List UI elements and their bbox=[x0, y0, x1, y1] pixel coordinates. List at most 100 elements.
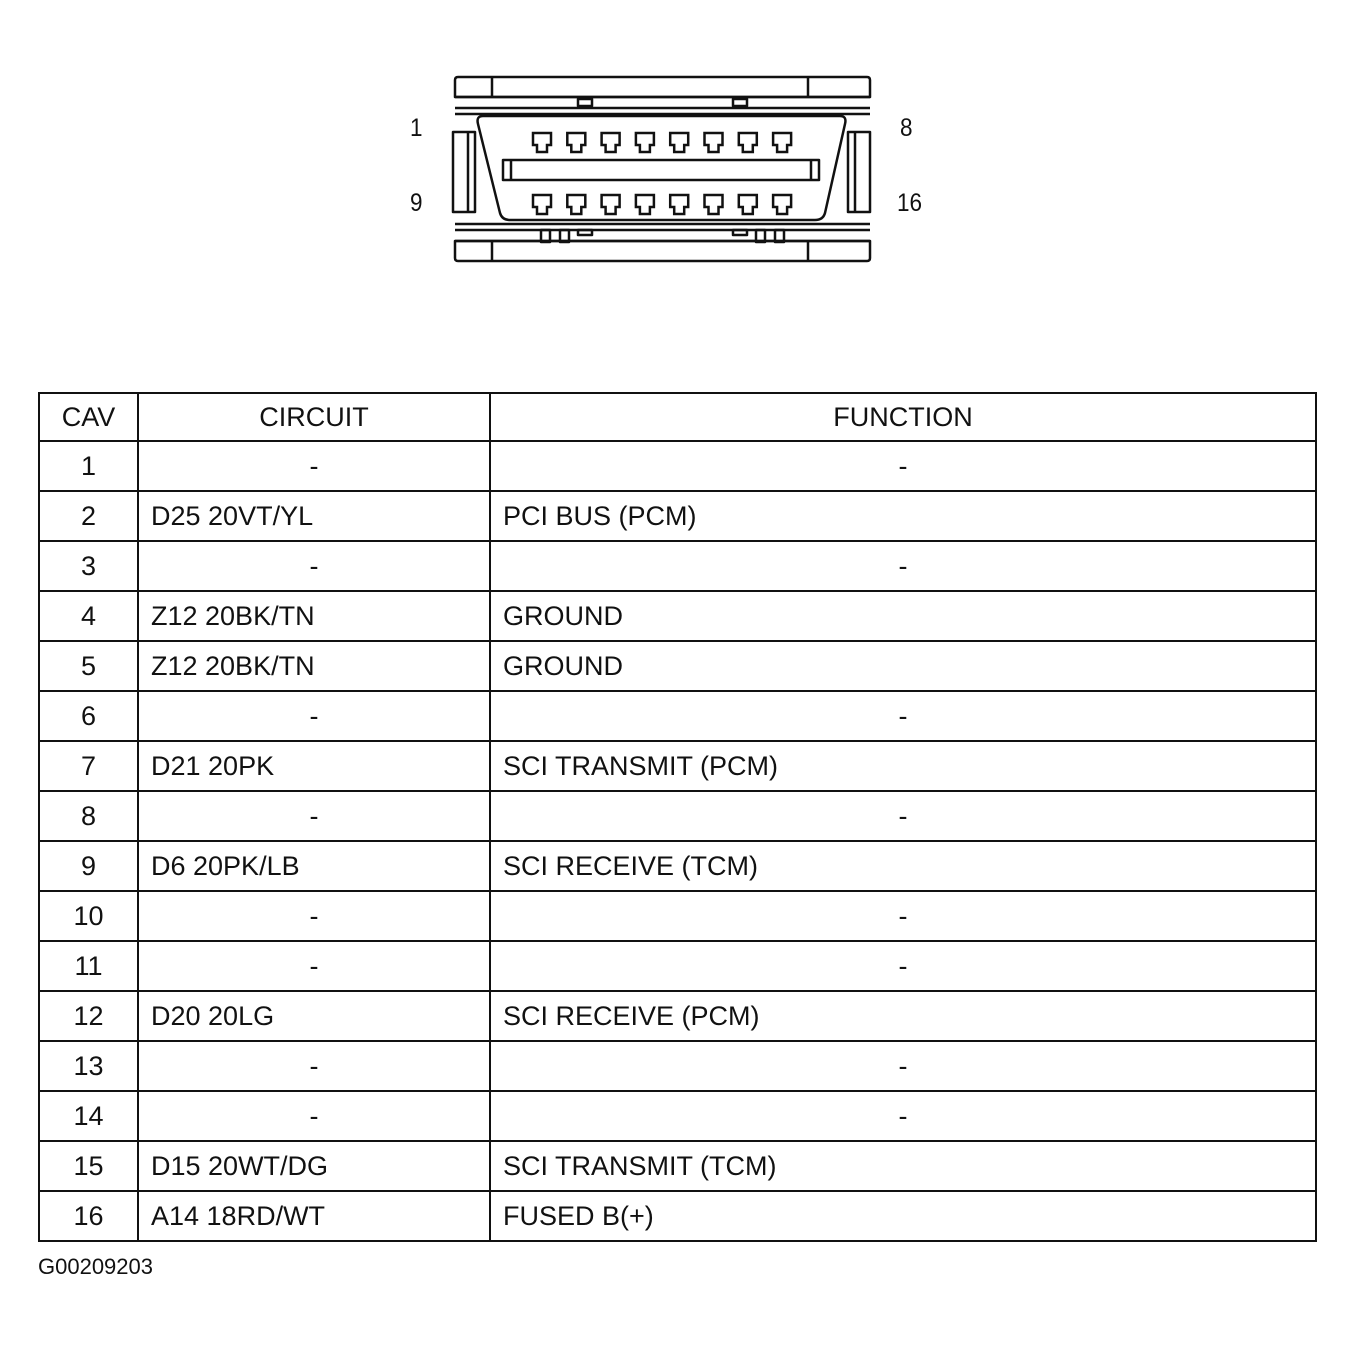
pin-top-1 bbox=[531, 131, 553, 154]
cell-circuit: - bbox=[137, 890, 491, 942]
pin-top-6 bbox=[703, 131, 724, 154]
cell-cav: 13 bbox=[38, 1040, 139, 1092]
d-shell bbox=[476, 114, 847, 222]
center-bar bbox=[501, 158, 821, 182]
right-latch bbox=[846, 130, 872, 214]
cell-circuit: - bbox=[137, 690, 491, 742]
cell-circuit: D20 20LG bbox=[137, 990, 491, 1042]
cell-function: - bbox=[489, 540, 1317, 592]
cell-cav: 5 bbox=[38, 640, 139, 692]
cell-function: FUSED B(+) bbox=[489, 1190, 1317, 1242]
pin-top-5 bbox=[668, 131, 690, 154]
cell-function: PCI BUS (PCM) bbox=[489, 490, 1317, 542]
cell-circuit: - bbox=[137, 1090, 491, 1142]
cell-cav: 12 bbox=[38, 990, 139, 1042]
cell-cav: 1 bbox=[38, 440, 139, 492]
cell-circuit: D21 20PK bbox=[137, 740, 491, 792]
pin-row-top bbox=[531, 131, 793, 154]
figure-id: G00209203 bbox=[38, 1254, 153, 1279]
cell-circuit: D6 20PK/LB bbox=[137, 840, 491, 892]
pin-bottom-2 bbox=[566, 193, 587, 216]
cell-cav: 11 bbox=[38, 940, 139, 992]
cell-cav: 9 bbox=[38, 840, 139, 892]
pin-bottom-3 bbox=[600, 193, 621, 216]
pin-bottom-7 bbox=[737, 193, 759, 216]
cell-function: SCI RECEIVE (TCM) bbox=[489, 840, 1317, 892]
cell-circuit: - bbox=[137, 790, 491, 842]
cell-cav: 2 bbox=[38, 490, 139, 542]
pin-bottom-5 bbox=[668, 193, 690, 216]
cell-circuit: D15 20WT/DG bbox=[137, 1140, 491, 1192]
pin-bottom-8 bbox=[771, 193, 793, 216]
cell-function: - bbox=[489, 440, 1317, 492]
pin-row-bottom bbox=[531, 193, 793, 216]
cell-circuit: - bbox=[137, 1040, 491, 1092]
cell-circuit: Z12 20BK/TN bbox=[137, 640, 491, 692]
cell-cav: 8 bbox=[38, 790, 139, 842]
pin-top-8 bbox=[771, 131, 793, 154]
cell-circuit: Z12 20BK/TN bbox=[137, 590, 491, 642]
pin-label-16: 16 bbox=[897, 189, 923, 217]
cell-function: GROUND bbox=[489, 590, 1317, 642]
table-row: 11-- bbox=[38, 940, 1317, 992]
pin-top-3 bbox=[600, 131, 621, 154]
pin-label-8: 8 bbox=[900, 114, 913, 142]
cell-cav: 3 bbox=[38, 540, 139, 592]
cell-function: SCI TRANSMIT (PCM) bbox=[489, 740, 1317, 792]
cell-circuit: A14 18RD/WT bbox=[137, 1190, 491, 1242]
pin-bottom-4 bbox=[634, 193, 656, 216]
cell-function: SCI TRANSMIT (TCM) bbox=[489, 1140, 1317, 1192]
cell-function: - bbox=[489, 1040, 1317, 1092]
cell-circuit: - bbox=[137, 540, 491, 592]
cell-cav: 14 bbox=[38, 1090, 139, 1142]
cell-circuit: - bbox=[137, 440, 491, 492]
cell-function: GROUND bbox=[489, 640, 1317, 692]
pin-top-7 bbox=[737, 131, 759, 154]
cell-circuit: D25 20VT/YL bbox=[137, 490, 491, 542]
header-circuit: CIRCUIT bbox=[137, 392, 491, 442]
table-row: 13-- bbox=[38, 1040, 1317, 1092]
connector-bottom-rail bbox=[453, 239, 872, 263]
cell-function: - bbox=[489, 790, 1317, 842]
cell-cav: 7 bbox=[38, 740, 139, 792]
cell-function: - bbox=[489, 1090, 1317, 1142]
pin-top-2 bbox=[566, 131, 587, 154]
cell-function: SCI RECEIVE (PCM) bbox=[489, 990, 1317, 1042]
pin-top-4 bbox=[634, 131, 656, 154]
cell-cav: 15 bbox=[38, 1140, 139, 1192]
cell-cav: 6 bbox=[38, 690, 139, 742]
cell-cav: 10 bbox=[38, 890, 139, 942]
cell-cav: 16 bbox=[38, 1190, 139, 1242]
cell-cav: 4 bbox=[38, 590, 139, 642]
connector-diagram bbox=[451, 75, 872, 263]
cell-function: - bbox=[489, 690, 1317, 742]
table-row: 3-- bbox=[38, 540, 1317, 592]
pin-label-9: 9 bbox=[410, 189, 423, 217]
cell-function: - bbox=[489, 890, 1317, 942]
table-row: 8-- bbox=[38, 790, 1317, 842]
cell-function: - bbox=[489, 940, 1317, 992]
table-row: 10-- bbox=[38, 890, 1317, 942]
header-cav: CAV bbox=[38, 392, 139, 442]
connector-top-rail bbox=[453, 75, 872, 99]
pin-bottom-1 bbox=[531, 193, 553, 216]
table-row: 14-- bbox=[38, 1090, 1317, 1142]
table-row: 1-- bbox=[38, 440, 1317, 492]
table-row: 6-- bbox=[38, 690, 1317, 742]
cell-circuit: - bbox=[137, 940, 491, 992]
pin-bottom-6 bbox=[703, 193, 724, 216]
header-function: FUNCTION bbox=[489, 392, 1317, 442]
table-header-row: CAV CIRCUIT FUNCTION bbox=[38, 392, 1317, 442]
left-latch bbox=[451, 130, 477, 214]
pin-label-1: 1 bbox=[410, 114, 423, 142]
